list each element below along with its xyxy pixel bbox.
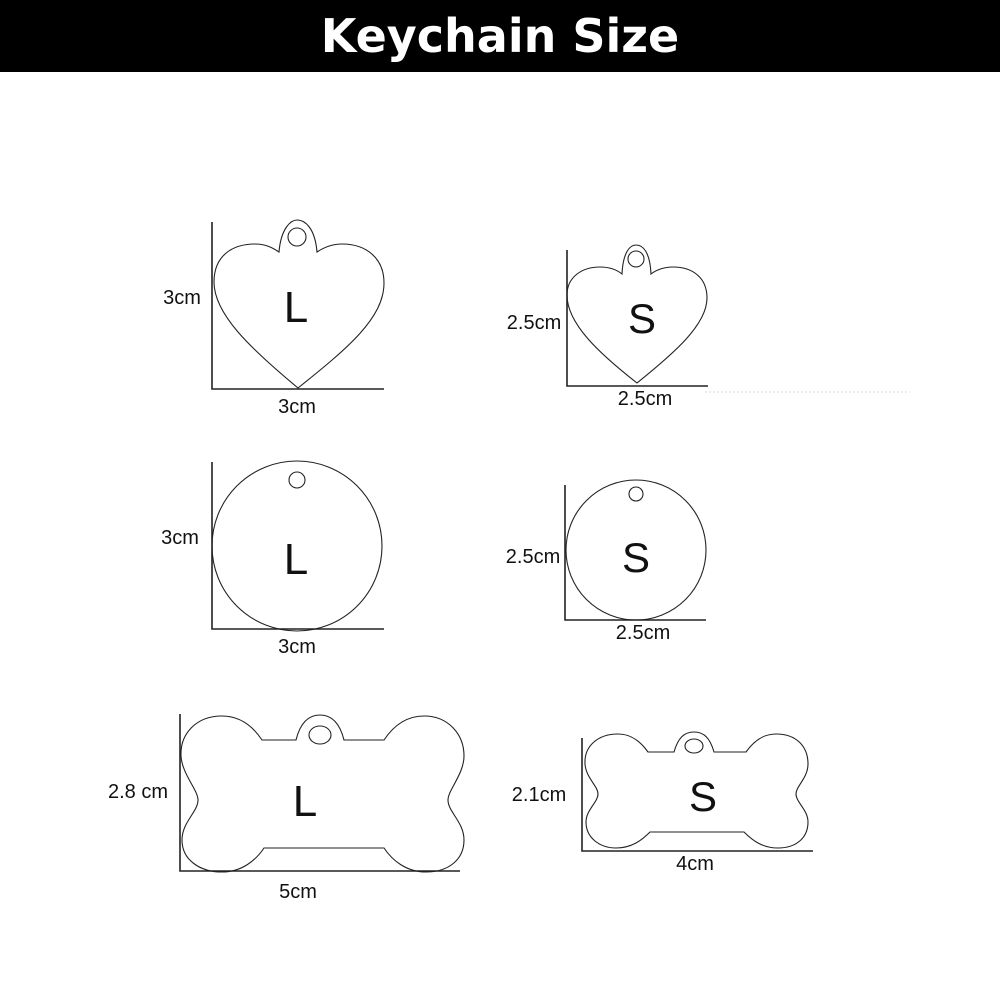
bone-small-outline — [584, 731, 809, 849]
circle-large-axes — [211, 462, 384, 630]
bone-small-hole — [684, 738, 704, 754]
heart-small-height-label: 2.5cm — [507, 312, 561, 334]
page-title: Keychain Size — [320, 9, 680, 63]
circle-large-size-letter: L — [284, 535, 308, 584]
heart-small-tag: S 2.5cm 2.5cm — [507, 244, 708, 410]
header-banner: Keychain Size — [0, 0, 1000, 72]
circle-small-tag: S 2.5cm 2.5cm — [506, 479, 707, 644]
heart-large-outline — [213, 219, 385, 389]
heart-large-width-label: 3cm — [278, 396, 316, 418]
bone-small-tag: S 2.1cm 4cm — [512, 731, 813, 875]
heart-large-height-label: 3cm — [163, 287, 201, 309]
heart-small-size-letter: S — [628, 295, 656, 342]
circle-large-outline — [211, 460, 383, 632]
heart-small-width-label: 2.5cm — [618, 388, 672, 410]
bone-small-axes — [581, 738, 813, 852]
circle-small-width-label: 2.5cm — [616, 622, 670, 644]
heart-large-size-letter: L — [284, 283, 308, 332]
circle-large-height-label: 3cm — [161, 527, 199, 549]
circle-small-outline — [565, 479, 707, 621]
bone-small-size-letter: S — [689, 773, 717, 820]
bone-large-size-letter: L — [293, 777, 317, 826]
bone-large-hole — [308, 725, 332, 745]
circle-small-height-label: 2.5cm — [506, 546, 560, 568]
heart-large-tag: L 3cm 3cm — [163, 219, 385, 418]
bone-large-width-label: 5cm — [279, 881, 317, 903]
bone-small-width-label: 4cm — [676, 853, 714, 875]
bone-large-outline — [180, 714, 465, 873]
heart-small-outline — [566, 244, 708, 384]
circle-small-size-letter: S — [622, 534, 650, 581]
bone-small-height-label: 2.1cm — [512, 784, 566, 806]
bone-large-height-label: 2.8 cm — [108, 781, 168, 803]
bone-large-axes — [179, 714, 460, 872]
circle-large-tag: L 3cm 3cm — [161, 460, 384, 658]
heart-large-axes — [211, 222, 384, 390]
bone-large-tag: L 2.8 cm 5cm — [108, 714, 465, 903]
circle-large-width-label: 3cm — [278, 636, 316, 658]
circle-small-hole — [628, 486, 644, 502]
heart-small-hole — [627, 250, 645, 268]
heart-large-hole — [287, 227, 307, 247]
circle-small-axes — [564, 485, 706, 621]
circle-large-hole — [288, 471, 306, 489]
